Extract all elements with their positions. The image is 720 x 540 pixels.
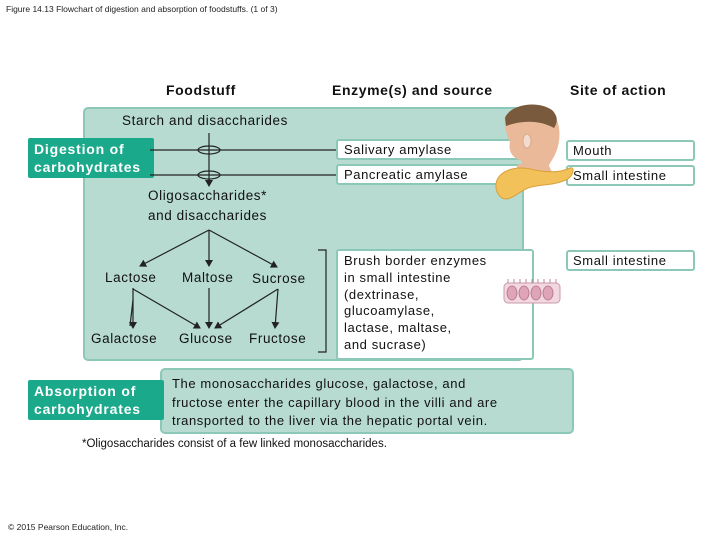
site-mouth-box: Mouth xyxy=(566,140,695,161)
maltose-label: Maltose xyxy=(182,270,234,285)
brush-bracket xyxy=(318,249,327,353)
absorption-text: The monosaccharides glucose, galactose, … xyxy=(172,375,498,431)
header-foodstuff: Foodstuff xyxy=(166,82,236,98)
starch-label: Starch and disaccharides xyxy=(122,113,288,128)
brush-border-box: Brush border enzymes in small intestine … xyxy=(336,249,534,360)
brush-line-1: Brush border enzymes xyxy=(344,253,487,268)
arrow-sucrose-to-glucose xyxy=(214,288,279,329)
digestion-title: Digestion of carbohydrates xyxy=(28,138,154,178)
brush-line-5: lactase, maltase, xyxy=(344,320,452,336)
brush-line-2: in small intestine xyxy=(344,269,451,285)
disaccharides-label: and disaccharides xyxy=(148,208,268,223)
brush-line-3: (dextrinase, xyxy=(344,286,420,302)
arrow-sucrose-down xyxy=(271,288,280,329)
header-site: Site of action xyxy=(570,82,667,98)
pancreas-icon xyxy=(495,167,574,200)
arrow-lactose-split xyxy=(129,299,134,327)
arrow-to-sucrose xyxy=(208,229,278,268)
lactose-label: Lactose xyxy=(105,270,157,285)
sucrose-label: Sucrose xyxy=(252,271,306,286)
salivary-oval xyxy=(197,145,221,155)
site-small-intestine-box-2: Small intestine xyxy=(566,250,695,271)
brush-line-6: and sucrase) xyxy=(344,336,427,352)
absorption-line-3: transported to the liver via the hepatic… xyxy=(172,413,488,428)
fructose-label: Fructose xyxy=(249,331,307,346)
intestinal-cells-icon xyxy=(503,279,561,304)
galactose-label: Galactose xyxy=(91,331,158,346)
absorption-line-2: fructose enter the capillary blood in th… xyxy=(172,394,498,410)
salivary-amylase-box: Salivary amylase xyxy=(336,139,534,160)
site-small-intestine-box: Small intestine xyxy=(566,165,695,186)
absorption-line-1: The monosaccharides glucose, galactose, … xyxy=(172,376,466,391)
copyright: © 2015 Pearson Education, Inc. xyxy=(8,522,129,532)
footnote: *Oligosaccharides consist of a few linke… xyxy=(82,438,387,450)
absorption-panel xyxy=(160,368,574,434)
header-enzymes: Enzyme(s) and source xyxy=(332,82,493,98)
oligosaccharides-label: Oligosaccharides* xyxy=(148,188,268,203)
arrow-to-lactose xyxy=(139,229,210,267)
glucose-label: Glucose xyxy=(179,331,233,346)
arrow-lactose-to-glucose xyxy=(132,288,201,329)
pancreatic-oval xyxy=(197,170,221,180)
brush-line-4: glucoamylase, xyxy=(344,303,435,319)
absorption-title: Absorption of carbohydrates xyxy=(28,380,164,420)
figure-caption: Figure 14.13 Flowchart of digestion and … xyxy=(6,4,278,14)
